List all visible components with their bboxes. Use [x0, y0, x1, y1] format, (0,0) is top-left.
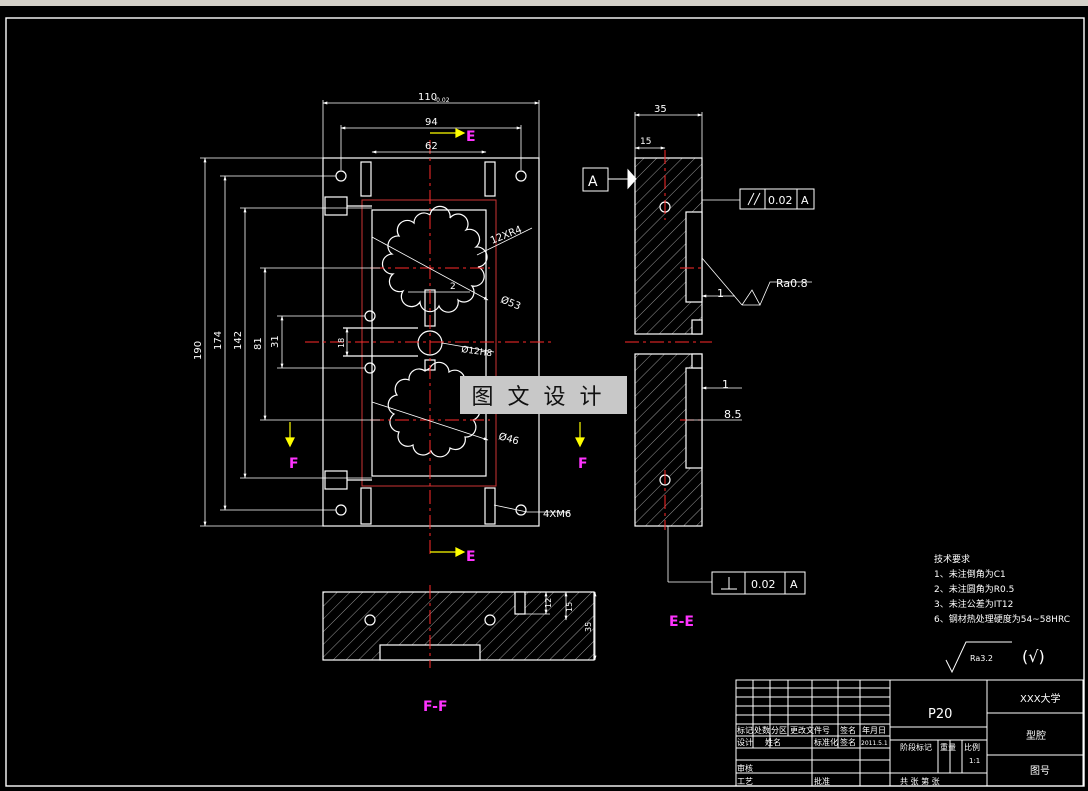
tb-r-std: 标准化: [814, 737, 838, 747]
par-value: 0.02: [768, 194, 793, 207]
dim-94: 94: [425, 117, 438, 128]
notes-title: 技术要求: [934, 553, 970, 565]
note-1: 1、未注倒角为C1: [934, 568, 1006, 580]
watermark: 图文设计: [460, 376, 627, 414]
dim-12xr4: 12XR4: [489, 224, 524, 247]
dim-d46: Ø46: [497, 430, 520, 447]
side-dim-1b: 1: [722, 378, 729, 391]
roughness-symbol: [945, 641, 1012, 674]
note-2: 2、未注圆角为R0.5: [934, 583, 1014, 595]
dim-174: 174: [213, 331, 224, 350]
tb-h-sign: 签名: [840, 725, 856, 735]
side-centerlines: [625, 150, 712, 530]
section-e-bottom: E: [466, 549, 476, 565]
tb-school: XXX大学: [1020, 692, 1061, 705]
tb-r-design: 设计: [737, 737, 753, 747]
tb-sheets: 共 张 第 张: [900, 776, 940, 786]
side-dim-15: 15: [640, 137, 651, 147]
front-dimensions: [200, 100, 570, 527]
tb-part-no: P20: [928, 707, 952, 722]
tb-r-sign2: 签名: [840, 737, 856, 747]
tb-r-name: 姓名: [765, 737, 781, 747]
tech-notes: 技术要求 1、未注倒角为C1 2、未注圆角为R0.5 3、未注公差为IT12 6…: [934, 553, 1070, 625]
side-dim-1a: 1: [717, 287, 724, 300]
side-dimensions: [634, 112, 812, 583]
tb-r-approve: 批准: [814, 776, 830, 786]
dim-62: 62: [425, 141, 438, 152]
note-3: 3、未注公差为IT12: [934, 598, 1013, 610]
tb-r-review: 审核: [737, 763, 753, 773]
section-f-left: F: [289, 456, 299, 472]
side-dim-8-5: 8.5: [724, 408, 742, 421]
gdt-frames: [582, 167, 815, 595]
tb-h-doc: 更改文件号: [790, 725, 830, 735]
dim-110: 110: [418, 92, 437, 103]
ff-dim-15: 15: [565, 602, 574, 612]
section-f-right: F: [578, 456, 588, 472]
roughness-paren: (√): [1022, 647, 1045, 666]
section-e-top: E: [466, 129, 476, 145]
dim-d12h8: Ø12H8: [461, 344, 494, 359]
roughness-ra08: Ra0.8: [776, 277, 808, 290]
dim-d53: Ø53: [499, 294, 523, 313]
view-label-ee: E-E: [669, 614, 694, 630]
tb-h-zone: 分区: [771, 726, 787, 735]
tb-r-process: 工艺: [737, 777, 753, 786]
tb-r-weight: 重量: [940, 742, 956, 752]
dim-2: 2: [450, 282, 456, 292]
note-4: 6、钢材热处理硬度为54~58HRC: [934, 613, 1070, 625]
perp-ref: A: [790, 578, 798, 591]
tb-r-date2: 2011.5.1: [861, 740, 888, 747]
dim-142: 142: [233, 331, 244, 350]
tb-name: 型腔: [1026, 729, 1046, 742]
sheet-border: [5, 17, 1085, 787]
section-ff-view: [322, 591, 595, 661]
side-view: [634, 157, 703, 527]
section-markers: [285, 128, 585, 557]
top-toolbar-strip: [0, 0, 1088, 6]
side-dim-35: 35: [654, 104, 667, 115]
title-block: [735, 679, 1084, 787]
ff-dim-12: 12: [544, 598, 553, 608]
datum-a: A: [588, 174, 598, 190]
roughness-default: Ra3.2: [970, 654, 993, 663]
dim-110-tol: -0.02: [434, 97, 450, 104]
perp-value: 0.02: [751, 578, 776, 591]
tb-h-count: 处数: [754, 725, 770, 735]
tb-scale-val: 1:1: [969, 757, 980, 765]
tb-drawing-no: 图号: [1030, 765, 1050, 777]
par-ref: A: [801, 194, 809, 207]
view-label-ff: F-F: [423, 699, 448, 715]
dim-190: 190: [193, 341, 204, 360]
tb-h-mark: 标记: [737, 725, 753, 735]
dim-4xm6: 4XM6: [543, 509, 571, 520]
dim-31: 31: [270, 335, 281, 348]
tb-r-scale: 比例: [964, 742, 980, 752]
ff-dimensions: [525, 591, 597, 661]
tb-h-date: 年月日: [862, 725, 886, 735]
dim-18: 18: [337, 338, 346, 348]
tb-r-stage: 阶段标记: [900, 742, 932, 752]
dim-81: 81: [253, 337, 264, 350]
ff-dim-35: 35: [584, 622, 593, 632]
front-centerlines: [305, 140, 555, 555]
